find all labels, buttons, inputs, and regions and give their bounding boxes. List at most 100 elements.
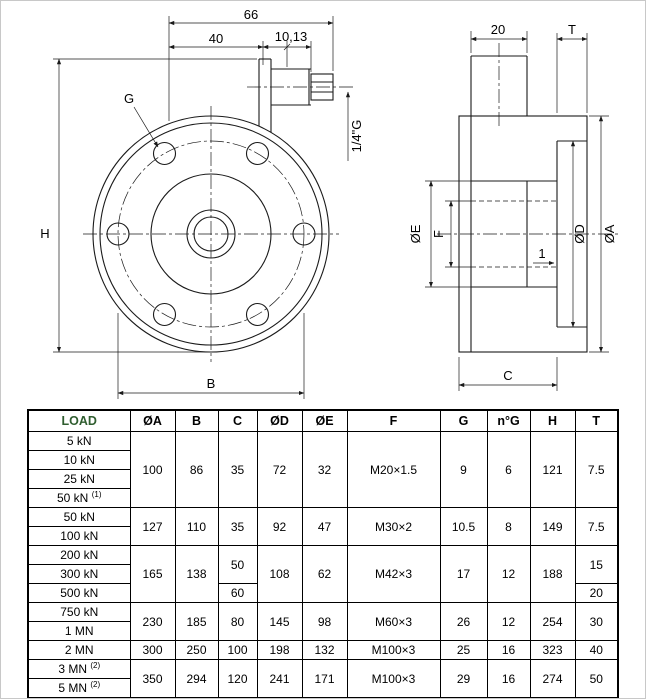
- cell-f: M20×1.5: [346, 431, 441, 508]
- od-label: ØD: [572, 224, 587, 244]
- cell-t: 40: [574, 640, 619, 660]
- cell-b: 110: [174, 507, 219, 546]
- cell-c: 80: [217, 602, 258, 641]
- cell-ng: 12: [486, 545, 531, 603]
- load-cell: 300 kN: [27, 564, 131, 584]
- load-cell: 5 MN (2): [27, 678, 131, 698]
- h-label: H: [40, 226, 49, 241]
- footnote-ref: (2): [90, 680, 101, 689]
- spec-table: LOAD ØA B C ØD ØE F G n°G H T 5 kN 100 8…: [27, 409, 619, 698]
- load-cell: 750 kN: [27, 602, 131, 622]
- dim-10-13: 10,13: [275, 29, 308, 44]
- load-cell: 50 kN: [27, 507, 131, 527]
- cell-c: 35: [217, 431, 258, 508]
- cell-oe: 132: [301, 640, 348, 660]
- cell-g: 29: [439, 659, 488, 698]
- quarter-g-thread-label: 1/4"G: [349, 120, 364, 153]
- load-cell: 200 kN: [27, 545, 131, 565]
- cell-c: 60: [217, 583, 258, 603]
- load-cell: 500 kN: [27, 583, 131, 603]
- cell-f: M100×3: [346, 659, 441, 698]
- dim-40: 40: [209, 31, 223, 46]
- col-header-t: T: [574, 409, 619, 432]
- cell-f: M100×3: [346, 640, 441, 660]
- g-label: G: [124, 91, 134, 106]
- bolt-hole: [152, 141, 177, 166]
- b-label: B: [207, 376, 216, 391]
- cell-c: 35: [217, 507, 258, 546]
- footnote-ref: (2): [90, 661, 101, 670]
- load-cell: 2 MN: [27, 640, 131, 660]
- load-cell: 5 kN: [27, 431, 131, 451]
- cell-h: 149: [529, 507, 576, 546]
- load-cell: 25 kN: [27, 469, 131, 489]
- cell-g: 25: [439, 640, 488, 660]
- cell-b: 185: [174, 602, 219, 641]
- cell-ng: 8: [486, 507, 531, 546]
- cell-oa: 165: [129, 545, 176, 603]
- c-label: C: [503, 368, 512, 383]
- cell-t: 7.5: [574, 507, 619, 546]
- front-view: [83, 58, 353, 362]
- table-row: 750 kN 230 185 80 145 98 M60×3 26 12 254…: [27, 602, 619, 641]
- load-cell: 3 MN (2): [27, 659, 131, 679]
- side-dimensions: 20 T ØE F ØD ØA 1 C: [408, 22, 617, 391]
- dim-66: 66: [244, 7, 258, 22]
- col-header-h: H: [529, 409, 576, 432]
- f-label: F: [431, 230, 446, 238]
- cell-c: 120: [217, 659, 258, 698]
- col-header-od: ØD: [256, 409, 303, 432]
- cell-h: 254: [529, 602, 576, 641]
- col-header-c: C: [217, 409, 258, 432]
- cell-b: 138: [174, 545, 219, 603]
- table-row: 25 kN: [27, 469, 618, 489]
- cell-g: 26: [439, 602, 488, 641]
- cell-oe: 47: [301, 507, 348, 546]
- cell-g: 10.5: [439, 507, 488, 546]
- cell-od: 241: [256, 659, 303, 698]
- front-dimensions: 66 40 10,13 G H B 1/4"G: [40, 7, 364, 399]
- load-cell: 10 kN: [27, 450, 131, 470]
- table-row: 10 kN: [27, 450, 618, 470]
- cell-od: 92: [256, 507, 303, 546]
- cell-ng: 12: [486, 602, 531, 641]
- cell-t: 15: [574, 545, 619, 584]
- table-row: 2 MN 300 250 100 198 132 M100×3 25 16 32…: [27, 640, 619, 660]
- side-view: [437, 43, 621, 353]
- bolt-hole: [152, 302, 177, 327]
- cell-oa: 300: [129, 640, 176, 660]
- col-header-g: G: [439, 409, 488, 432]
- cell-g: 9: [439, 431, 488, 508]
- cell-f: M30×2: [346, 507, 441, 546]
- cell-g: 17: [439, 545, 488, 603]
- load-cell: 50 kN (1): [27, 488, 131, 508]
- technical-drawing: 66 40 10,13 G H B 1/4"G: [40, 7, 621, 399]
- table-row: 5 kN 100 86 35 72 32 M20×1.5 9 6 121 7.5: [27, 431, 619, 508]
- cell-b: 250: [174, 640, 219, 660]
- table-row: 300 kN: [27, 564, 618, 584]
- oe-label: ØE: [408, 224, 423, 243]
- t-label: T: [568, 22, 576, 37]
- cell-ng: 16: [486, 659, 531, 698]
- cell-od: 145: [256, 602, 303, 641]
- cell-oe: 32: [301, 431, 348, 508]
- footnote-ref: (1): [91, 490, 102, 499]
- cell-t: 30: [574, 602, 619, 641]
- oa-label: ØA: [602, 224, 617, 243]
- bolt-hole: [245, 302, 270, 327]
- cell-t: 7.5: [574, 431, 619, 508]
- cell-f: M60×3: [346, 602, 441, 641]
- cell-c: 50: [217, 545, 258, 584]
- col-header-ng: n°G: [486, 409, 531, 432]
- cell-t: 50: [574, 659, 619, 698]
- table-row: 100 kN: [27, 526, 618, 546]
- cell-oa: 350: [129, 659, 176, 698]
- cell-h: 121: [529, 431, 576, 508]
- g-leader: [133, 106, 159, 148]
- col-header-oa: ØA: [129, 409, 176, 432]
- cell-oa: 127: [129, 507, 176, 546]
- load-cell: 100 kN: [27, 526, 131, 546]
- cell-od: 198: [256, 640, 303, 660]
- cell-oe: 62: [301, 545, 348, 603]
